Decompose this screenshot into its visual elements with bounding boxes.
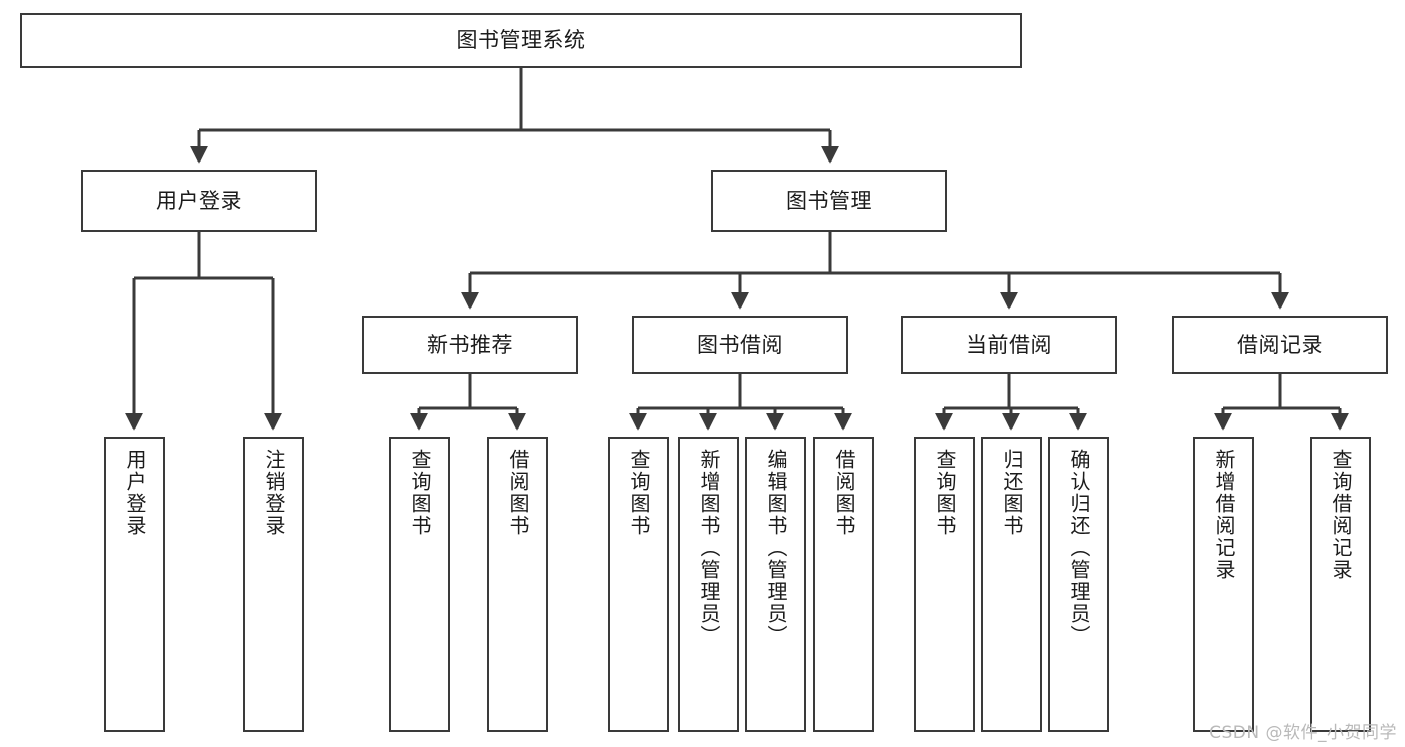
node-leaf-query-book-2[interactable]: 查询图书: [608, 437, 669, 732]
node-root-label: 图书管理系统: [456, 28, 586, 53]
node-leaf-query-book-1[interactable]: 查询图书: [389, 437, 450, 732]
node-borrow-record[interactable]: 借阅记录: [1172, 316, 1388, 374]
node-leaf-add-record[interactable]: 新增借阅记录: [1193, 437, 1254, 732]
node-current-borrow-label: 当前借阅: [966, 332, 1052, 357]
node-borrow-record-label: 借阅记录: [1237, 332, 1323, 357]
node-leaf-borrow-book-1[interactable]: 借阅图书: [487, 437, 548, 732]
node-leaf-add-record-label: 新增借阅记录: [1212, 449, 1236, 581]
node-leaf-query-book-3[interactable]: 查询图书: [914, 437, 975, 732]
node-user-login[interactable]: 用户登录: [81, 170, 317, 232]
node-new-book-rec-label: 新书推荐: [427, 332, 513, 357]
node-leaf-add-book[interactable]: 新增图书（管理员）: [678, 437, 739, 732]
node-leaf-return-book[interactable]: 归还图书: [981, 437, 1042, 732]
node-user-login-label: 用户登录: [156, 188, 242, 213]
node-leaf-logout[interactable]: 注销登录: [243, 437, 304, 732]
node-leaf-logout-label: 注销登录: [262, 449, 286, 537]
node-leaf-query-book-1-label: 查询图书: [408, 449, 432, 537]
node-leaf-borrow-book-2-label: 借阅图书: [832, 449, 856, 537]
node-new-book-rec[interactable]: 新书推荐: [362, 316, 578, 374]
node-leaf-return-book-label: 归还图书: [1000, 449, 1024, 537]
node-book-manage-label: 图书管理: [786, 188, 872, 213]
node-leaf-query-book-3-label: 查询图书: [933, 449, 957, 537]
watermark-text: CSDN @软件_小贺同学: [1209, 723, 1397, 743]
node-book-borrow[interactable]: 图书借阅: [632, 316, 848, 374]
node-leaf-query-book-2-label: 查询图书: [627, 449, 651, 537]
node-leaf-query-record-label: 查询借阅记录: [1329, 449, 1353, 581]
node-book-manage[interactable]: 图书管理: [711, 170, 947, 232]
node-leaf-edit-book-label: 编辑图书（管理员）: [764, 449, 788, 647]
node-leaf-confirm-return-label: 确认归还（管理员）: [1067, 449, 1091, 647]
node-leaf-confirm-return[interactable]: 确认归还（管理员）: [1048, 437, 1109, 732]
node-leaf-user-login-label: 用户登录: [123, 449, 147, 537]
node-leaf-borrow-book-1-label: 借阅图书: [506, 449, 530, 537]
node-leaf-add-book-label: 新增图书（管理员）: [697, 449, 721, 647]
node-leaf-edit-book[interactable]: 编辑图书（管理员）: [745, 437, 806, 732]
node-leaf-query-record[interactable]: 查询借阅记录: [1310, 437, 1371, 732]
node-root[interactable]: 图书管理系统: [20, 13, 1022, 68]
node-leaf-borrow-book-2[interactable]: 借阅图书: [813, 437, 874, 732]
node-leaf-user-login[interactable]: 用户登录: [104, 437, 165, 732]
node-book-borrow-label: 图书借阅: [697, 332, 783, 357]
node-current-borrow[interactable]: 当前借阅: [901, 316, 1117, 374]
